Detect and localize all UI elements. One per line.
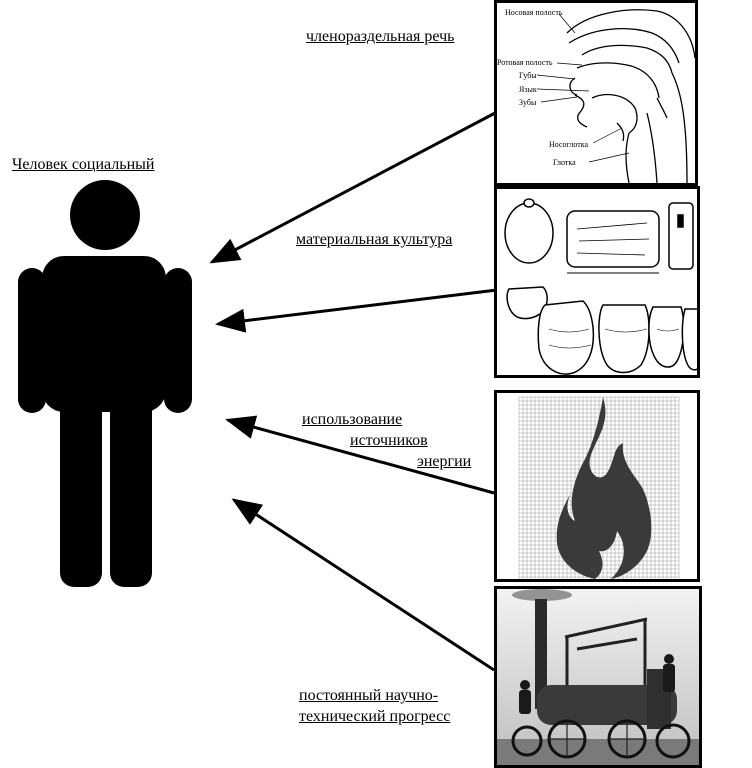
label-progress-2: технический прогресс — [299, 708, 451, 725]
anatomy-pharynx-label: Глотка — [553, 158, 576, 167]
anatomy-nasopharynx-label: Носоглотка — [549, 140, 589, 149]
label-energy-2: источников — [350, 432, 428, 449]
anatomy-lips-label: Губы — [519, 71, 537, 80]
arrow-culture — [215, 288, 498, 333]
panel-anatomy: Носовая полость Ротовая полость Губы Язы… — [494, 0, 698, 186]
vocal-anatomy-icon: Носовая полость Ротовая полость Губы Язы… — [497, 8, 695, 183]
steam-locomotive-icon — [497, 589, 699, 765]
anatomy-oral-label: Ротовая полость — [497, 58, 553, 67]
anatomy-teeth-label: Зубы — [519, 98, 537, 107]
arrow-energy — [225, 415, 495, 495]
page-title: Человек социальный — [12, 156, 155, 173]
pixel-flame-icon — [518, 396, 680, 579]
panel-culture — [494, 186, 700, 378]
anatomy-tongue-label: Язык — [519, 85, 537, 94]
label-culture: материальная культура — [296, 231, 453, 248]
label-energy-1: использование — [302, 411, 403, 428]
anatomy-nasal-label: Носовая полость — [505, 8, 563, 17]
panel-progress — [494, 586, 702, 768]
pottery-artifacts-icon — [504, 198, 697, 375]
label-progress-1: постоянный научно- — [299, 687, 439, 704]
label-speech: членораздельная речь — [306, 28, 455, 45]
arrow-progress — [231, 498, 495, 672]
panel-energy — [494, 390, 700, 582]
label-energy-3: энергии — [417, 453, 472, 470]
arrow-speech — [209, 110, 498, 264]
